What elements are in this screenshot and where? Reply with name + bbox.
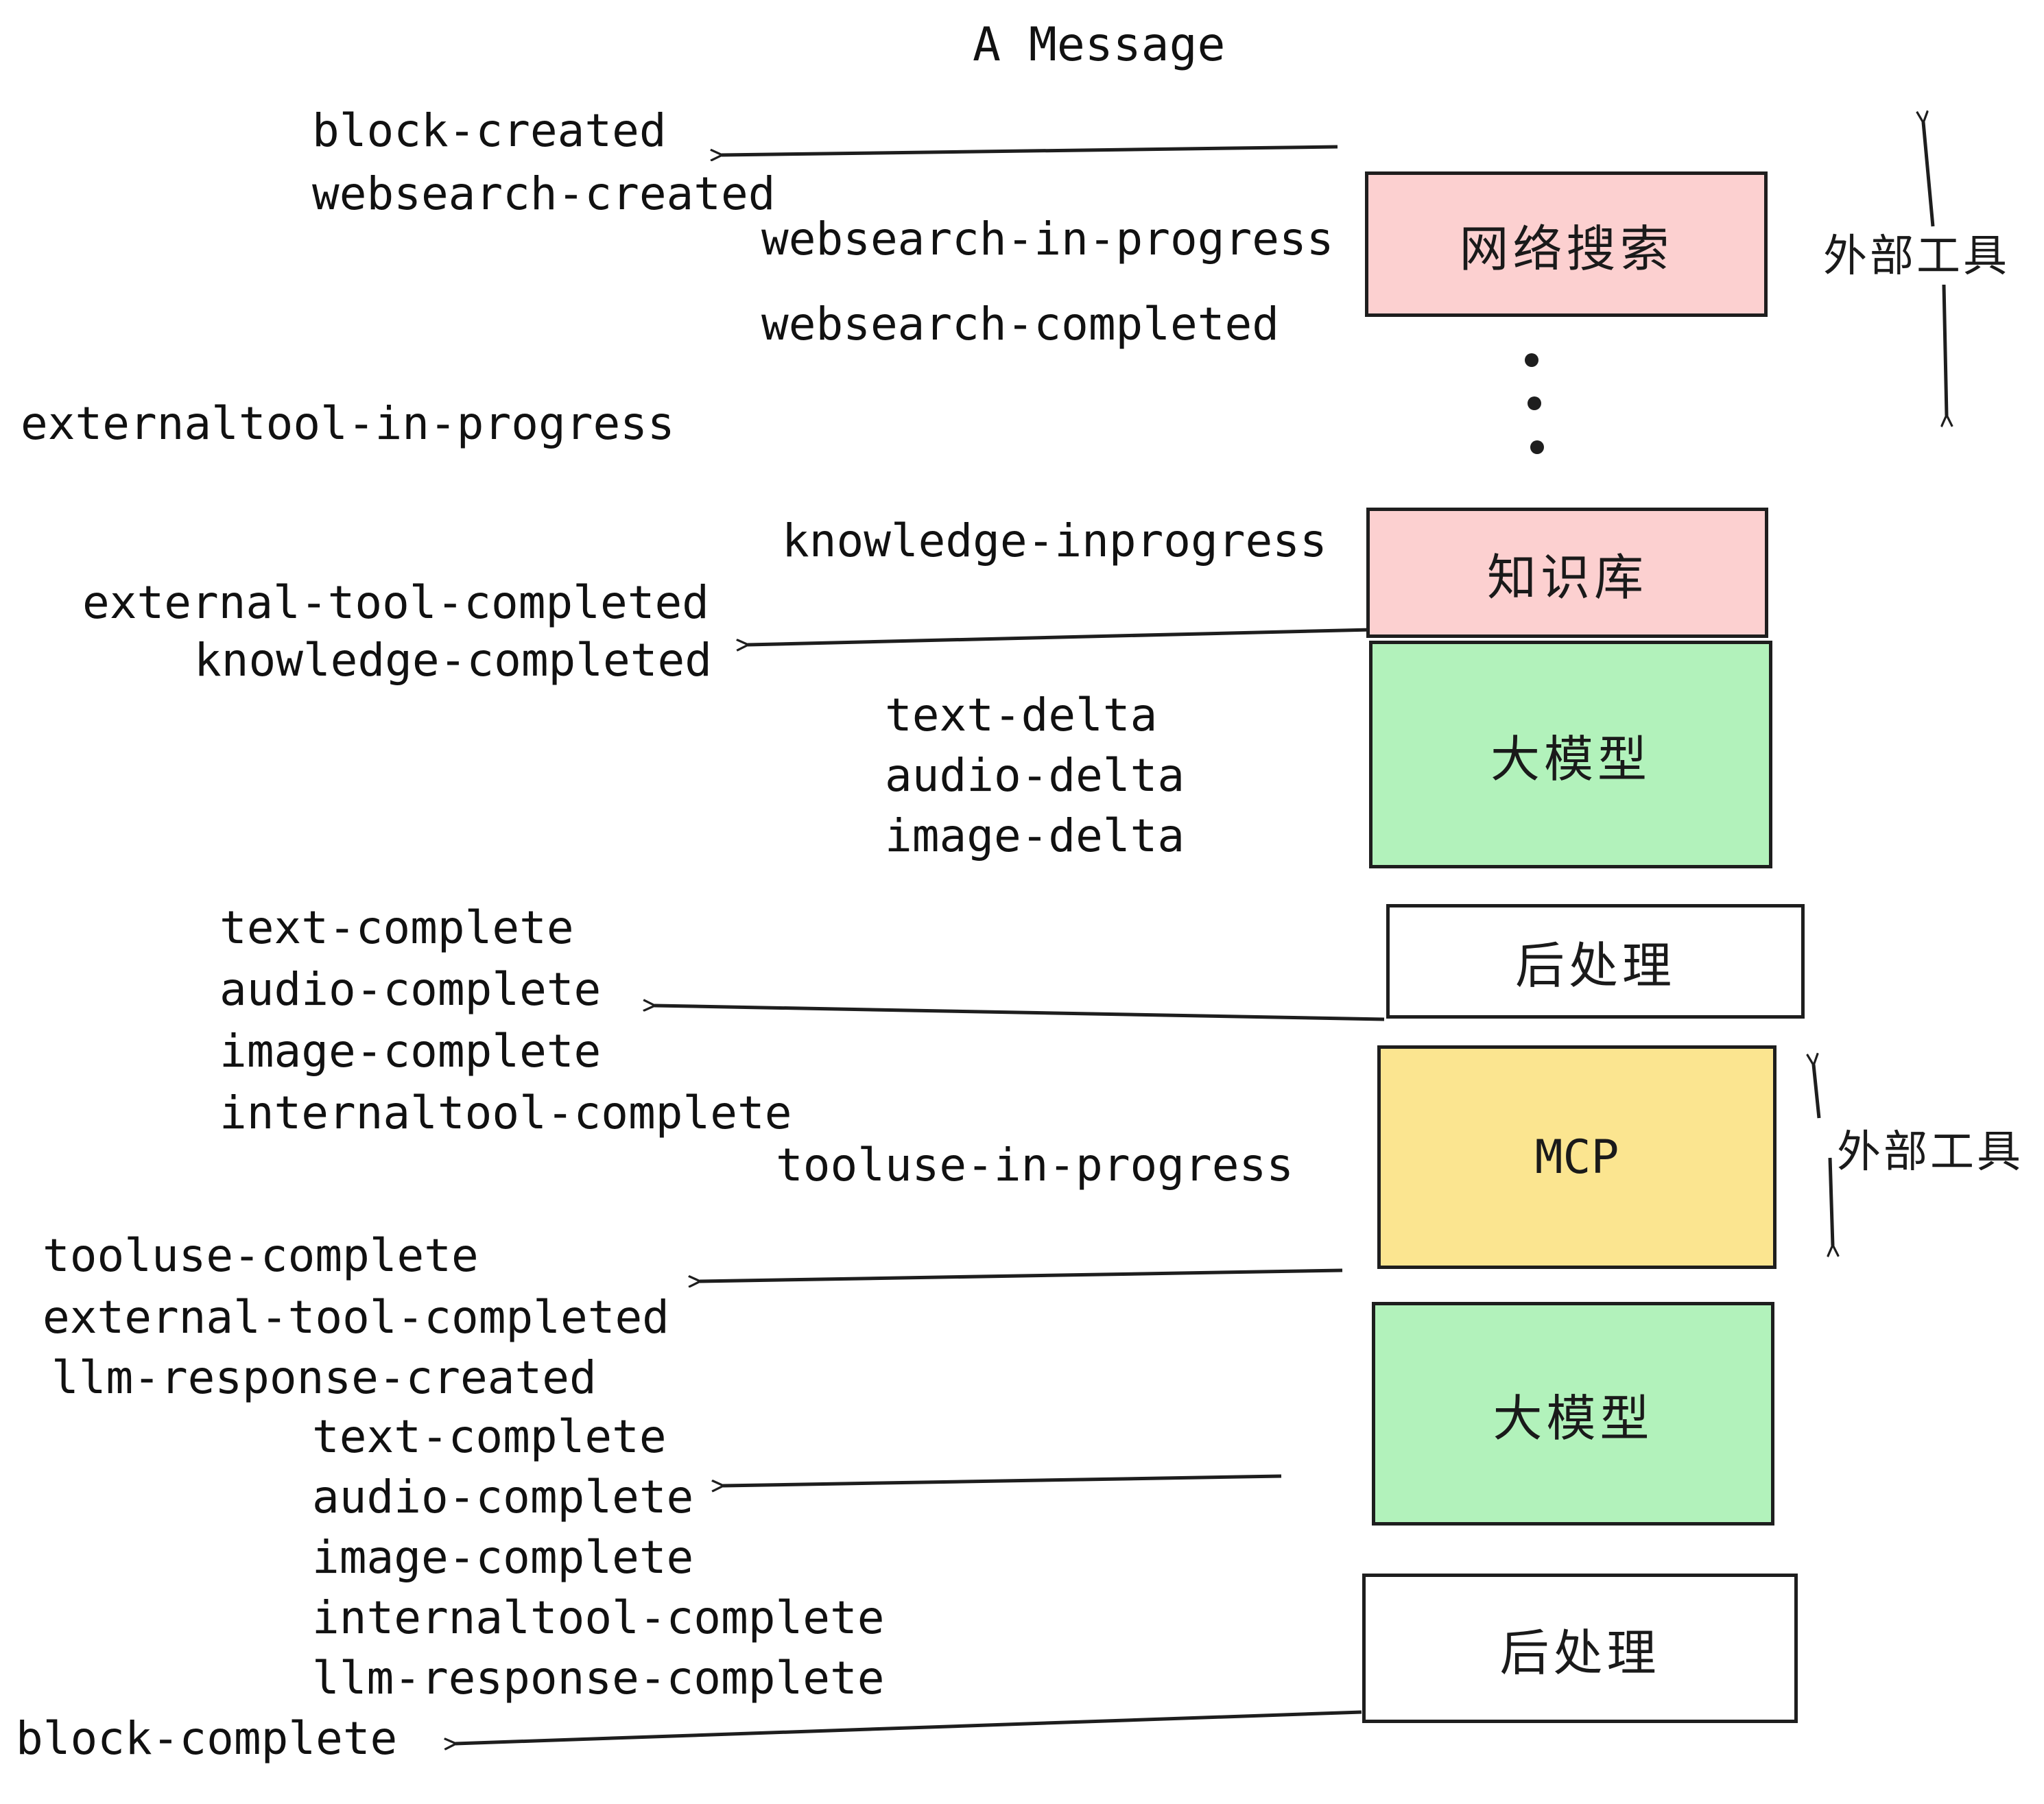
- arrow-external-tools-down-2: [1830, 1157, 1833, 1246]
- event-tooluse-complete: tooluse-complete: [43, 1229, 479, 1282]
- box-llm-1: 大模型: [1369, 641, 1772, 868]
- box-llm-2-label: 大模型: [1493, 1391, 1654, 1447]
- event-knowledge-inprogress: knowledge-inprogress: [782, 514, 1327, 567]
- event-image-delta-1: image-delta: [885, 809, 1185, 862]
- event-externaltool-in-progress: externaltool-in-progress: [21, 397, 675, 450]
- event-external-tool-completed-1: external-tool-completed: [82, 576, 709, 629]
- event-llm-response-complete: llm-response-complete: [312, 1652, 885, 1705]
- box-postprocess-1-label: 后处理: [1514, 939, 1676, 994]
- arrow-external-tools-down-1: [1944, 284, 1947, 416]
- event-external-tool-completed-2: external-tool-completed: [43, 1291, 669, 1344]
- arrow-knowledge-to-completed: [748, 628, 1372, 645]
- arrow-external-tools-up-1: [1923, 122, 1935, 227]
- event-audio-complete-2: audio-complete: [312, 1471, 694, 1523]
- box-mcp-label: MCP: [1534, 1130, 1619, 1185]
- event-audio-complete-1: audio-complete: [219, 963, 602, 1016]
- box-llm-1-label: 大模型: [1490, 732, 1651, 787]
- event-tooluse-in-progress: tooluse-in-progress: [776, 1139, 1294, 1191]
- event-websearch-created: websearch-created: [312, 167, 776, 220]
- event-text-complete-2: text-complete: [312, 1410, 667, 1463]
- side-label-external-tools-2: 外部工具: [1837, 1127, 2023, 1176]
- arrow-postprocess1-to-image-complete: [654, 1006, 1385, 1021]
- box-postprocess-1: 后处理: [1386, 904, 1805, 1019]
- event-block-created: block-created: [312, 104, 667, 157]
- event-internaltool-complete-1: internaltool-complete: [219, 1087, 792, 1139]
- arrow-websearch-to-created: [722, 145, 1338, 155]
- event-websearch-completed: websearch-completed: [761, 298, 1279, 351]
- event-block-complete: block-complete: [16, 1712, 398, 1765]
- box-websearch: 网络搜索: [1365, 171, 1768, 317]
- diagram-title: A Message: [973, 18, 1226, 72]
- event-knowledge-completed: knowledge-completed: [194, 634, 712, 687]
- box-llm-2: 大模型: [1372, 1302, 1774, 1526]
- event-internaltool-complete-2: internaltool-complete: [312, 1591, 885, 1644]
- arrow-external-tools-up-2: [1814, 1065, 1821, 1119]
- ellipsis-dot: [1530, 440, 1544, 454]
- event-audio-delta-1: audio-delta: [885, 749, 1185, 802]
- ellipsis-dot: [1525, 353, 1538, 367]
- box-knowledge-label: 知识库: [1486, 550, 1648, 606]
- event-websearch-in-progress: websearch-in-progress: [761, 213, 1334, 265]
- side-label-external-tools-1: 外部工具: [1823, 231, 2010, 281]
- event-llm-response-created: llm-response-created: [51, 1351, 597, 1404]
- box-postprocess-2-label: 后处理: [1499, 1626, 1661, 1681]
- event-text-delta-1: text-delta: [885, 689, 1158, 741]
- arrow-postprocess2-to-block-complete: [455, 1710, 1362, 1744]
- event-image-complete-1: image-complete: [219, 1025, 602, 1078]
- box-websearch-label: 网络搜索: [1459, 222, 1674, 277]
- arrow-llm2-to-audio-complete: [723, 1474, 1282, 1486]
- box-knowledge: 知识库: [1366, 508, 1768, 638]
- ellipsis-dot: [1528, 396, 1541, 410]
- arrow-mcp-to-tooluse-complete: [700, 1268, 1343, 1281]
- event-image-complete-2: image-complete: [312, 1531, 694, 1584]
- event-text-complete-1: text-complete: [219, 901, 574, 954]
- box-mcp: MCP: [1377, 1045, 1776, 1269]
- box-postprocess-2: 后处理: [1362, 1574, 1798, 1723]
